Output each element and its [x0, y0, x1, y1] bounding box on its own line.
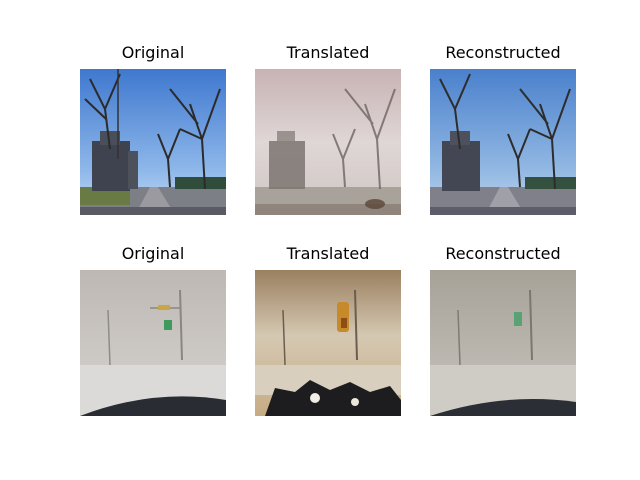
street-photo-clear-sky [80, 69, 226, 215]
panel-title: Original [121, 244, 185, 263]
panel-title: Reconstructed [445, 244, 561, 263]
road-photo-translated [255, 270, 401, 416]
road-photo-snowy-fog [80, 270, 226, 416]
street-photo-reconstructed [430, 69, 576, 215]
panel-title: Reconstructed [445, 43, 561, 62]
road-photo-reconstructed [430, 270, 576, 416]
panel-title: Original [121, 43, 185, 62]
street-photo-hazy [255, 69, 401, 215]
panel-title: Translated [286, 43, 370, 62]
panel-title: Translated [286, 244, 370, 263]
